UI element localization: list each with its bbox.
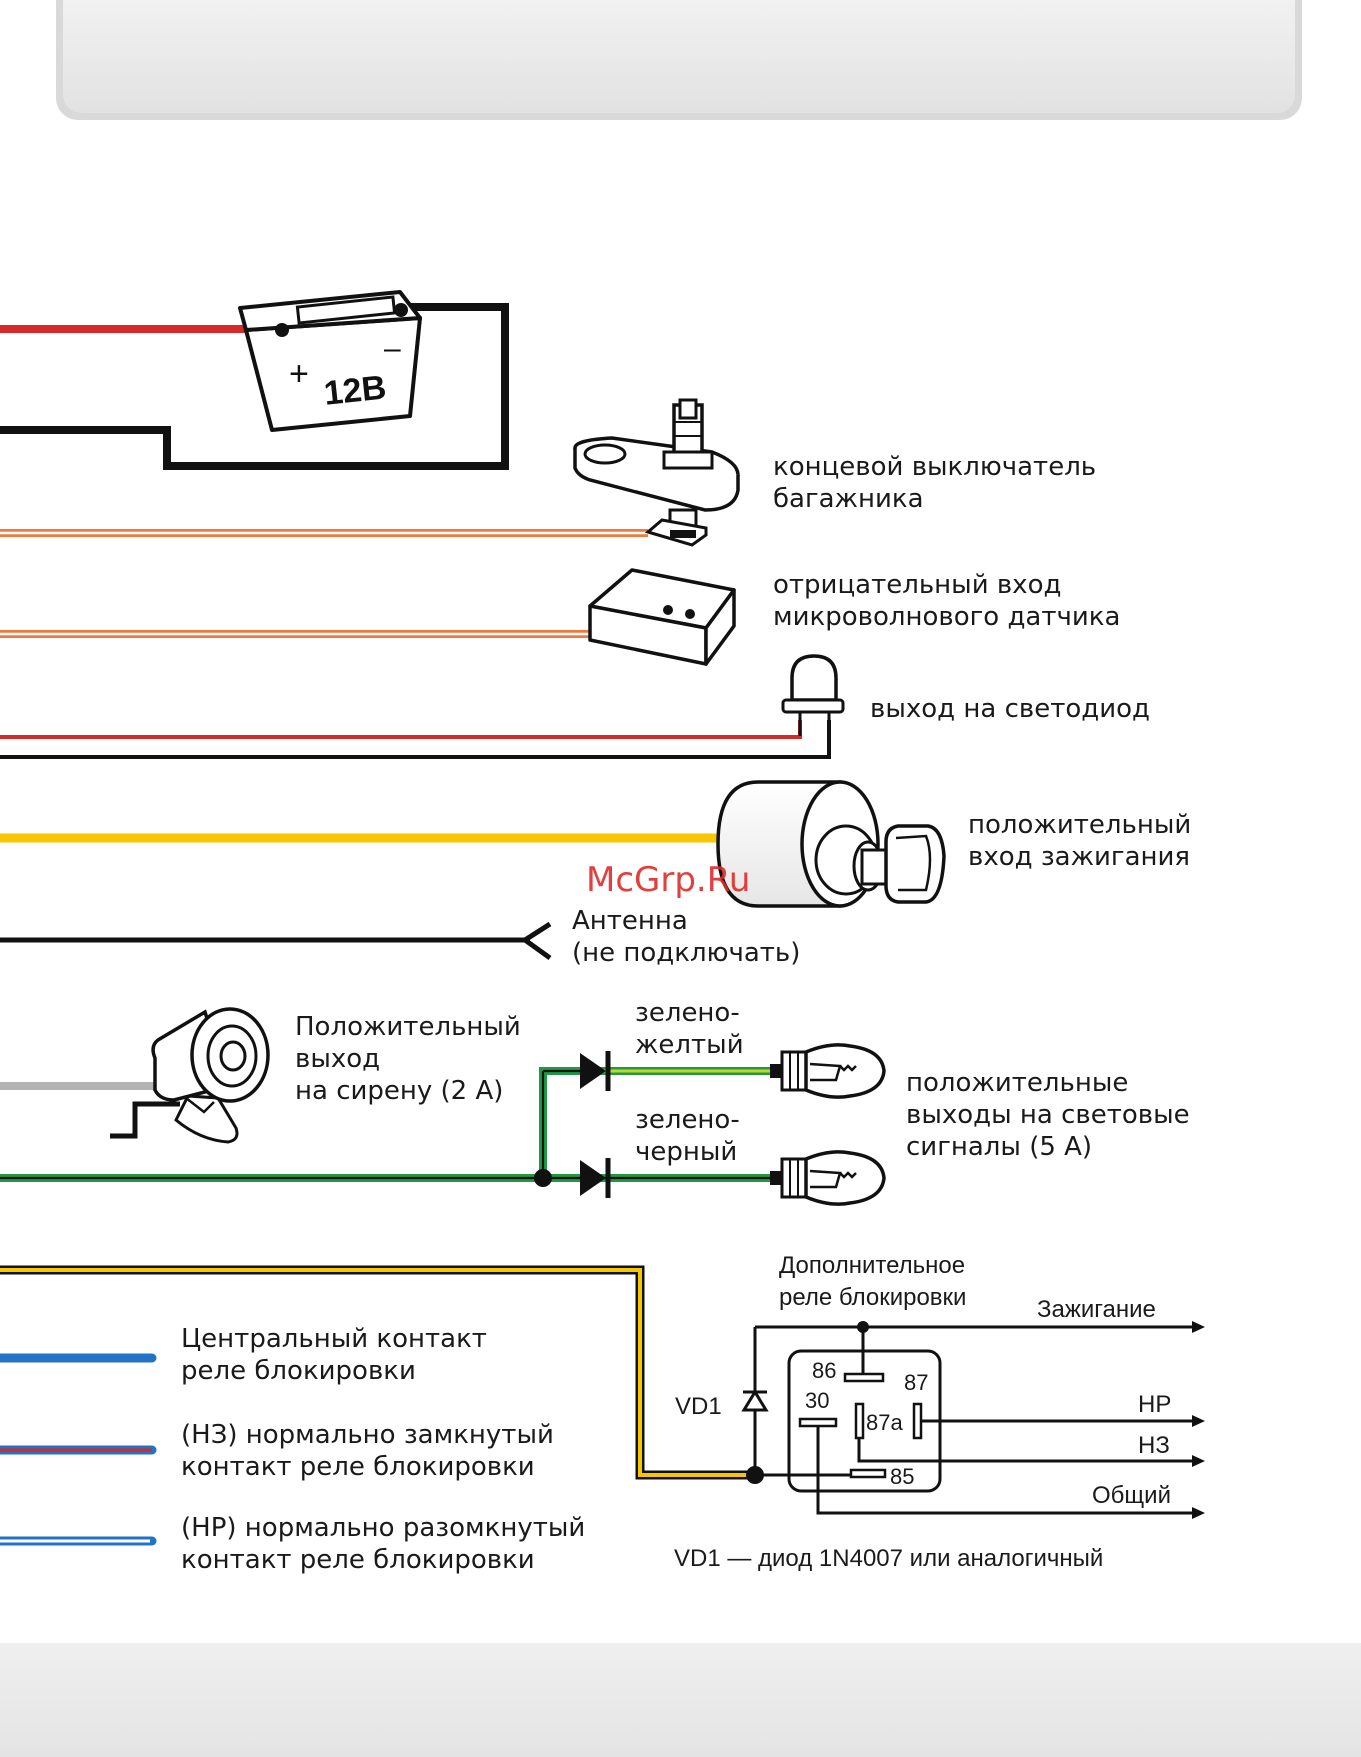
relay-central-label: Центральный контакт реле блокировки (181, 1324, 487, 1386)
green-black-label-line1: зелено- (635, 1105, 740, 1135)
relay-central-label-line2: реле блокировки (181, 1356, 416, 1386)
relay-no-label: (НР) нормально разомкнутый контакт реле … (181, 1513, 585, 1575)
ignition-switch-icon (716, 780, 946, 908)
battery-icon: + – 12В (238, 290, 422, 432)
relay-schematic: Дополнительное реле блокировки VD1 86 87… (674, 1252, 1205, 1572)
relay-ignition-label: Зажигание (1037, 1296, 1156, 1323)
light-signals-label-line3: сигналы (5 А) (906, 1132, 1092, 1162)
trunk-switch-label: концевой выключатель багажника (773, 452, 1096, 514)
trunk-switch-icon (573, 398, 740, 547)
light-signals-label-line2: выходы на световые (906, 1100, 1190, 1130)
battery-voltage: 12В (322, 369, 388, 413)
relay-pin-86: 86 (812, 1358, 836, 1383)
microwave-label-line1: отрицательный вход (773, 570, 1061, 600)
siren-label: Положительный выход на сирену (2 А) (295, 1012, 521, 1106)
footer-band (0, 1643, 1361, 1757)
diode-green-yellow (580, 1051, 611, 1091)
antenna-label: Антенна (не подключать) (572, 906, 800, 968)
relay-nc-label: (НЗ) нормально замкнутый контакт реле бл… (181, 1420, 554, 1482)
microwave-sensor-icon (588, 568, 736, 666)
microwave-label: отрицательный вход микроволнового датчик… (773, 570, 1120, 632)
bulb-icon-2 (770, 1150, 886, 1206)
green-yellow-label: зелено- желтый (635, 998, 744, 1060)
relay-diode-symbol (741, 1389, 769, 1412)
header-panel (56, 0, 1302, 120)
green-black-label-line2: черный (635, 1137, 737, 1167)
relay-no-label-line2: контакт реле блокировки (181, 1545, 535, 1575)
antenna-label-line1: Антенна (572, 906, 688, 936)
trunk-switch-label-line1: концевой выключатель (773, 452, 1096, 482)
relay-pin-87a: 87a (866, 1410, 903, 1435)
relay-central-label-line1: Центральный контакт (181, 1324, 487, 1354)
trunk-switch-label-line2: багажника (773, 484, 924, 514)
led-label: выход на светодиод (870, 694, 1150, 724)
led-icon (781, 654, 845, 736)
battery-wires (0, 303, 509, 470)
relay-no-label-line1: (НР) нормально разомкнутый (181, 1513, 585, 1543)
siren-label-line1: Положительный (295, 1012, 521, 1042)
diode-green-black (580, 1158, 611, 1198)
relay-diode-label: VD1 (675, 1393, 722, 1420)
antenna-icon (522, 921, 552, 961)
light-signals-label-line1: положительные (906, 1068, 1128, 1098)
relay-pin-87: 87 (904, 1370, 928, 1395)
microwave-label-line2: микроволнового датчика (773, 602, 1120, 632)
watermark-text: McGrp.Ru (586, 860, 750, 900)
green-black-label: зелено- черный (635, 1105, 740, 1167)
ignition-label-line2: вход зажигания (968, 842, 1190, 872)
relay-pin-30: 30 (805, 1388, 829, 1413)
bulb-icon-1 (770, 1043, 886, 1099)
green-yellow-label-line1: зелено- (635, 998, 740, 1028)
battery-minus: – (384, 332, 401, 365)
green-wires (0, 1067, 783, 1187)
relay-nc-label: НЗ (1138, 1432, 1170, 1459)
siren-icon (110, 1007, 270, 1144)
relay-nc-label-line1: (НЗ) нормально замкнутый (181, 1420, 554, 1450)
led-wires (0, 720, 831, 759)
antenna-label-line2: (не подключать) (572, 938, 800, 968)
green-yellow-label-line2: желтый (635, 1030, 744, 1060)
ignition-label: положительный вход зажигания (968, 810, 1191, 872)
relay-nc-label-line2: контакт реле блокировки (181, 1452, 535, 1482)
yellow-black-wire-relay (0, 1265, 755, 1480)
relay-common-label: Общий (1092, 1482, 1171, 1509)
relay-pin-85: 85 (890, 1464, 914, 1489)
relay-title-line2: реле блокировки (779, 1284, 966, 1311)
battery-plus: + (289, 355, 309, 393)
relay-title-line1: Дополнительное (779, 1252, 965, 1279)
siren-label-line3: на сирену (2 А) (295, 1076, 503, 1106)
relay-note: VD1 — диод 1N4007 или аналогичный (674, 1545, 1103, 1572)
relay-no-label: НР (1138, 1391, 1171, 1418)
ignition-label-line1: положительный (968, 810, 1191, 840)
light-signals-label: положительные выходы на световые сигналы… (906, 1068, 1190, 1162)
siren-label-line2: выход (295, 1044, 380, 1074)
